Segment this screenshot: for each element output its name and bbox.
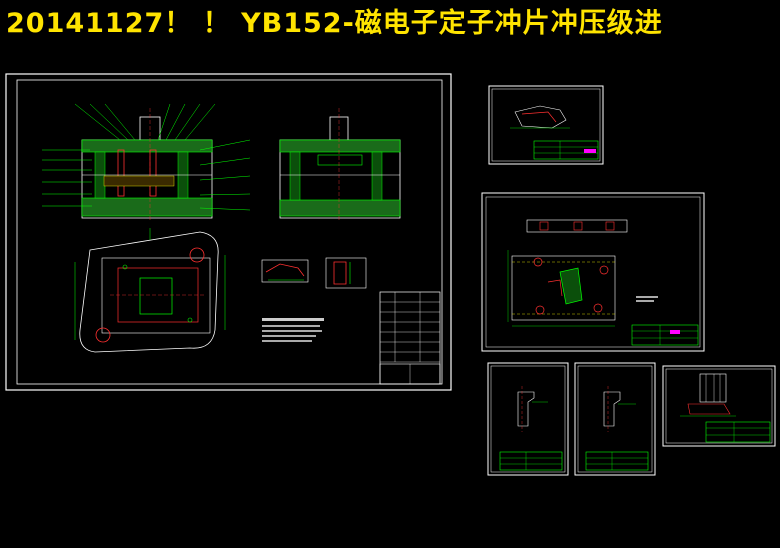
sheet-main-assembly[interactable] [5, 73, 452, 391]
side-section-view [279, 108, 401, 222]
sheet-punch-2[interactable] [574, 362, 656, 476]
sheet-punch-3[interactable] [662, 365, 776, 447]
technical-notes [262, 318, 324, 342]
title-block [379, 291, 441, 385]
sheet-punch-1[interactable] [487, 362, 569, 476]
front-section-view [42, 103, 251, 222]
page-title: 20141127！ ！ YB152-磁电子定子冲片冲压级进 [6, 8, 663, 39]
sheet-part-drawing-small[interactable] [488, 85, 604, 165]
detail-views [261, 257, 367, 289]
sheet-die-plate[interactable] [481, 192, 705, 352]
plan-view [74, 228, 226, 353]
